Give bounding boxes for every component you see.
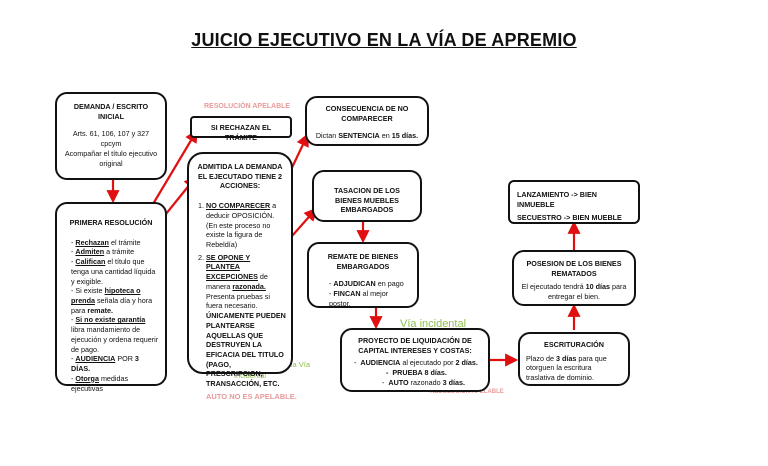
page-title: JUICIO EJECUTIVO EN LA VÍA DE APREMIO [191, 30, 577, 50]
via-incidental-label: Vía incidental [400, 318, 467, 330]
proyecto-line-3: - AUTO razonado 3 días. [382, 377, 465, 387]
list-item: AUDIENCIA POR 3 DÍAS. [71, 354, 159, 373]
demanda-articles: Arts. 61, 106, 107 y 327 cpcym [72, 129, 150, 149]
consecuencia-text: Dictan SENTENCIA en 15 días. [315, 131, 419, 141]
resolucion-apelable-bottom-label: RESOLUCIÓN APELABLE [430, 389, 504, 395]
list-item: NO COMPARECER a deducir OPOSICIÓN. (En e… [206, 201, 286, 250]
escrituracion-text: Plazo de 3 días para que otorguen la esc… [526, 353, 607, 383]
proyecto-line-1: - AUDIENCIA al ejecutado por 2 días. [354, 358, 478, 368]
posesion-box: POSESION DE LOS BIENES REMATADOS El ejec… [512, 250, 636, 306]
proyecto-box: PROYECTO DE LIQUIDACIÓN DE CAPITAL INTER… [340, 328, 490, 392]
list-item: Califican el título que tenga una cantid… [71, 257, 159, 286]
list-item: Rechazan el trámite [71, 238, 159, 248]
proyecto-heading: PROYECTO DE LIQUIDACIÓN DE CAPITAL INTER… [358, 336, 472, 355]
demanda-box: DEMANDA / ESCRITO INICIAL Arts. 61, 106,… [55, 92, 167, 180]
escrituracion-box: ESCRITURACIÓN Plazo de 3 días para que o… [518, 332, 630, 386]
admitida-heading: ADMITIDA LA DEMANDA EL EJECUTADO TIENE 2… [197, 162, 283, 191]
list-item: Otorga medidas ejecutivas [71, 374, 159, 393]
tasacion-box: TASACION DE LOS BIENES MUEBLES EMBARGADO… [312, 170, 422, 222]
posesion-text: El ejecutado tendrá 10 días para entrega… [521, 282, 627, 302]
list-item: Admiten a trámite [71, 247, 159, 257]
escrituracion-heading: ESCRITURACIÓN [544, 340, 604, 349]
primera-list: Rechazan el trámite Admiten a trámite Ca… [63, 238, 159, 394]
auto-no-apelable-label: AUTO NO ES APELABLE. [206, 392, 297, 401]
primera-heading: PRIMERA RESOLUCIÓN [69, 218, 153, 227]
admitida-box: ADMITIDA LA DEMANDA EL EJECUTADO TIENE 2… [187, 152, 293, 388]
list-item: Si existe hipoteca o prenda señala día y… [71, 286, 159, 315]
primera-resolucion-box: PRIMERA RESOLUCIÓN Rechazan el trámite A… [55, 202, 167, 393]
list-item: SE OPONE Y PLANTEA EXCEPCIONES de manera… [206, 253, 286, 389]
rechazan-box: SI RECHAZAN EL TRÁMITE [190, 116, 292, 142]
admitida-list: NO COMPARECER a deducir OPOSICIÓN. (En e… [194, 201, 286, 389]
posesion-heading: POSESION DE LOS BIENES REMATADOS [526, 259, 622, 278]
list-item: Si no existe garantía libra mandamiento … [71, 315, 159, 354]
lanzamiento-line: LANZAMIENTO -> BIEN INMUEBLE [517, 190, 597, 209]
proyecto-line-2: - PRUEBA 8 días. [386, 368, 447, 378]
resolucion-apelable-label: RESOLUCIÓN APELABLE [204, 103, 291, 110]
list-item: ADJUDICAN en pago [329, 279, 411, 289]
demanda-note: Acompañar el título ejecutivo original [64, 148, 158, 168]
lanzamiento-box: LANZAMIENTO -> BIEN INMUEBLE SECUESTRO -… [508, 180, 640, 224]
remate-heading: REMATE DE BIENES EMBARGADOS [327, 252, 399, 271]
demanda-heading: DEMANDA / ESCRITO INICIAL [73, 102, 149, 121]
remate-box: REMATE DE BIENES EMBARGADOS ADJUDICAN en… [307, 242, 419, 308]
remate-list: ADJUDICAN en pago FINCAN al mejor postor… [315, 279, 411, 308]
consecuencia-heading: CONSECUENCIA DE NO COMPARECER [325, 104, 409, 123]
list-item: FINCAN al mejor postor. [329, 289, 411, 308]
secuestro-line: SECUESTRO -> BIEN MUEBLE [517, 213, 622, 223]
consecuencia-box: CONSECUENCIA DE NO COMPARECER Dictan SEN… [305, 96, 429, 146]
